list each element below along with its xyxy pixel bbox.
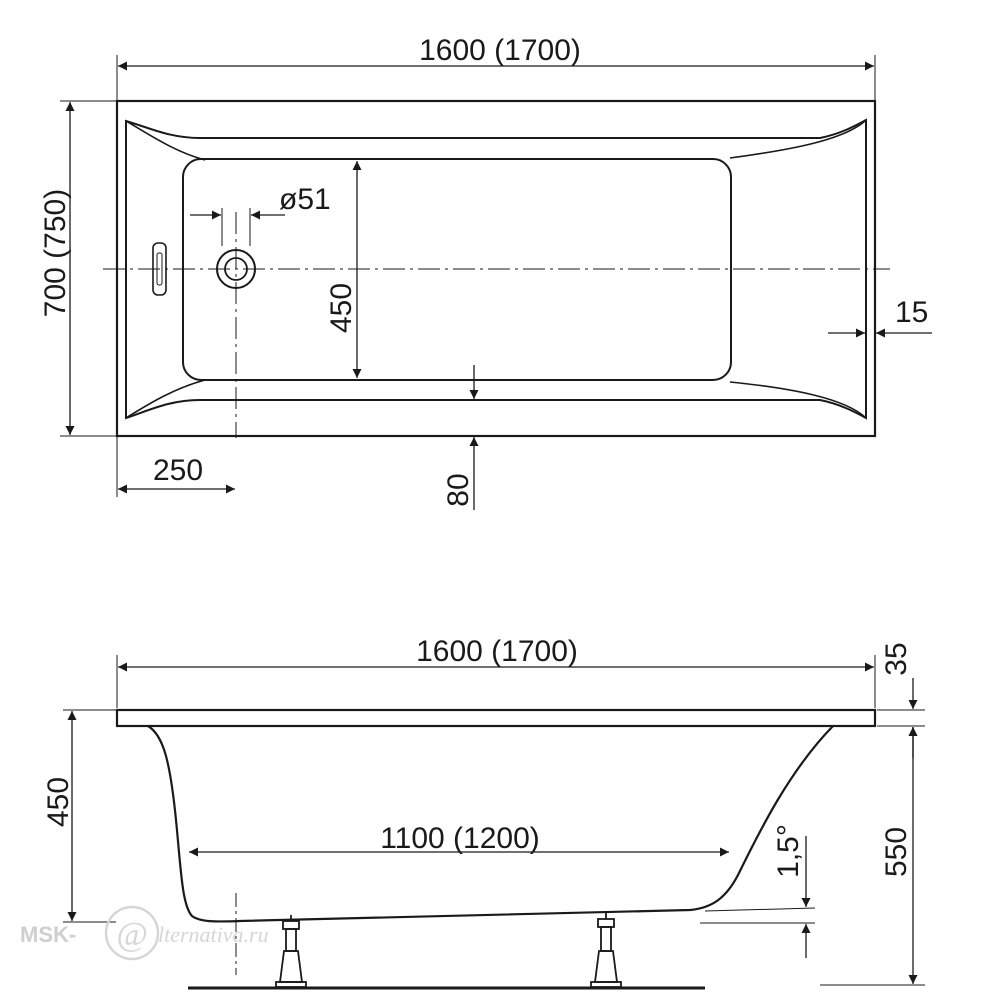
rim-width-label: 15	[895, 296, 928, 329]
inner-width-label: 450	[325, 283, 358, 333]
top-view: 1600 (1700) ø51 450	[39, 34, 932, 510]
support-leg-icon	[275, 915, 307, 988]
support-leg-icon	[590, 913, 622, 988]
depth-label: 450	[42, 777, 75, 827]
side-offset-label: 80	[442, 473, 475, 506]
overflow-icon	[152, 242, 167, 296]
drain-diameter-label: ø51	[279, 183, 331, 216]
tub-basin-profile	[147, 725, 834, 923]
side-length-label: 1600 (1700)	[416, 635, 578, 668]
top-length-label: 1600 (1700)	[419, 34, 581, 67]
bottom-length-label: 1100 (1200)	[380, 822, 540, 855]
tub-rim-profile	[115, 708, 877, 728]
side-view: 1600 (1700) 450 1100 (1200) 35 550 1,5°	[42, 635, 925, 990]
svg-text:lternativa.ru: lternativa.ru	[158, 922, 269, 947]
drain-offset-label: 250	[153, 454, 203, 487]
top-width-label: 700 (750)	[39, 189, 72, 317]
svg-text:MSK-: MSK-	[20, 922, 76, 947]
slope-label: 1,5°	[772, 824, 805, 878]
rim-thickness-label: 35	[880, 642, 913, 675]
total-height-label: 550	[880, 827, 913, 877]
watermark-logo: MSK- @ lternativa.ru	[20, 905, 269, 961]
svg-text:@: @	[116, 916, 147, 953]
drain-icon	[216, 212, 256, 438]
